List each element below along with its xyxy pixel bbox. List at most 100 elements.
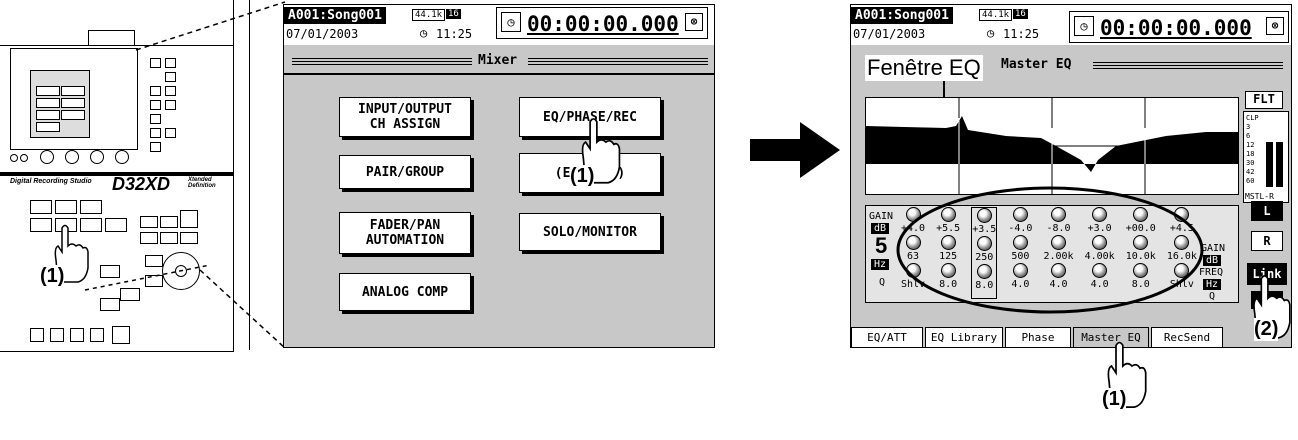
device-square-button[interactable]: [150, 114, 161, 124]
song-title: A001:Song001: [284, 7, 386, 24]
device-square-button[interactable]: [150, 128, 161, 138]
transport-button[interactable]: [30, 328, 44, 342]
device-button[interactable]: [100, 298, 120, 311]
clock-icon: ◷: [987, 26, 995, 40]
device-panel: Digital Recording Studio D32XD Xtended D…: [0, 0, 250, 352]
transport-button[interactable]: [50, 328, 64, 342]
device-square-button[interactable]: [165, 86, 176, 96]
device-button[interactable]: [120, 288, 140, 301]
device-button[interactable]: [30, 200, 52, 214]
input-output-button[interactable]: INPUT/OUTPUT CH ASSIGN: [339, 97, 471, 137]
device-model: D32XD: [112, 174, 171, 194]
transport-button[interactable]: [90, 328, 104, 342]
band-q: Shlv: [901, 279, 926, 290]
tab-recsend[interactable]: RecSend: [1151, 327, 1223, 347]
transport-button[interactable]: [112, 326, 130, 344]
band-gain: -4.0: [1008, 223, 1033, 234]
time-readout: 00:00:00.000: [527, 12, 679, 36]
device-knob[interactable]: [20, 154, 28, 162]
solo-monitor-button[interactable]: SOLO/MONITOR: [519, 213, 661, 251]
device-square-button[interactable]: [165, 128, 176, 138]
clock-readout: 11:25: [1003, 27, 1040, 41]
device-button[interactable]: [80, 218, 102, 232]
band-freq: 250: [975, 252, 994, 263]
device-rail: [233, 0, 250, 350]
device-knob[interactable]: [115, 150, 129, 164]
device-square-button[interactable]: [150, 100, 161, 110]
device-button[interactable]: [105, 218, 127, 232]
tab-eq-att[interactable]: EQ/ATT: [851, 327, 923, 347]
filter-button[interactable]: FLT: [1245, 91, 1283, 109]
device-mini-btn: [36, 98, 60, 108]
left-channel-button[interactable]: L: [1251, 201, 1283, 221]
tab-master-eq[interactable]: Master EQ: [1073, 327, 1149, 347]
band-q: Shlv: [1169, 279, 1194, 290]
device-button[interactable]: [55, 200, 77, 214]
band-q: 8.0: [939, 279, 958, 290]
device-model-suffix: Xtended Definition: [188, 177, 216, 189]
device-button[interactable]: [160, 216, 178, 228]
title-rule: [284, 73, 714, 75]
link-button[interactable]: Link: [1247, 263, 1287, 285]
device-knob[interactable]: [90, 150, 104, 164]
device-square-button[interactable]: [150, 58, 161, 68]
device-square-button[interactable]: [150, 142, 161, 152]
arrow-right-icon: [750, 122, 840, 178]
device-knob[interactable]: [40, 150, 54, 164]
device-button[interactable]: [80, 200, 102, 214]
knob-icon: [1133, 235, 1149, 250]
device-square-button[interactable]: [165, 100, 176, 110]
device-square-button[interactable]: [165, 72, 176, 82]
device-knob[interactable]: [10, 154, 18, 162]
meter-scale: CLP 3 6 12 18 30 42 60: [1246, 114, 1259, 185]
device-button[interactable]: [140, 232, 158, 244]
step-callout: 5: [875, 233, 888, 258]
eq-curve: [866, 98, 1238, 194]
knob-icon: [1174, 235, 1190, 250]
clock-readout: 11:25: [436, 27, 473, 41]
band-freq: 125: [939, 251, 958, 262]
device-button[interactable]: [140, 216, 158, 228]
device-knob[interactable]: [65, 150, 79, 164]
knob-icon: [940, 263, 956, 278]
device-button[interactable]: [180, 210, 198, 228]
device-mini-btn: [36, 110, 60, 120]
analog-comp-button[interactable]: ANALOG COMP: [339, 273, 471, 311]
device-button[interactable]: [160, 232, 178, 244]
zoom-connector: [84, 1, 286, 349]
tab-bar: EQ/ATT EQ Library Phase Master EQ RecSen…: [851, 327, 1291, 347]
sample-rate: 44.1k: [979, 9, 1013, 21]
knob-icon: [1012, 235, 1028, 250]
db-label: dB: [871, 223, 890, 234]
knob-icon: [976, 208, 992, 223]
title-stripe-right: [1093, 62, 1283, 69]
pair-group-button[interactable]: PAIR/GROUP: [339, 155, 471, 189]
knob-icon: [976, 264, 992, 279]
device-button[interactable]: [100, 265, 120, 278]
fader-pan-button[interactable]: FADER/PAN AUTOMATION: [339, 212, 471, 254]
device-button[interactable]: [30, 218, 52, 232]
tab-phase[interactable]: Phase: [1005, 327, 1071, 347]
band-q: 4.0: [1011, 279, 1030, 290]
transport-button[interactable]: [70, 328, 84, 342]
eq-band[interactable]: -4.0 500 4.0: [1008, 207, 1032, 299]
tab-eq-library[interactable]: EQ Library: [925, 327, 1003, 347]
device-button[interactable]: [145, 275, 163, 287]
device-square-button[interactable]: [150, 86, 161, 96]
device-button[interactable]: [145, 255, 163, 267]
time-counter: ◷ 00:00:00.000 ⊗: [1069, 11, 1289, 43]
knob-icon: [1012, 263, 1028, 278]
hz-label-right: Hz: [1203, 279, 1222, 290]
device-button[interactable]: [180, 232, 198, 244]
right-channel-button[interactable]: R: [1251, 231, 1283, 251]
device-square-button[interactable]: [165, 58, 176, 68]
knob-icon: [1092, 235, 1108, 250]
band-freq: 500: [1011, 251, 1030, 262]
